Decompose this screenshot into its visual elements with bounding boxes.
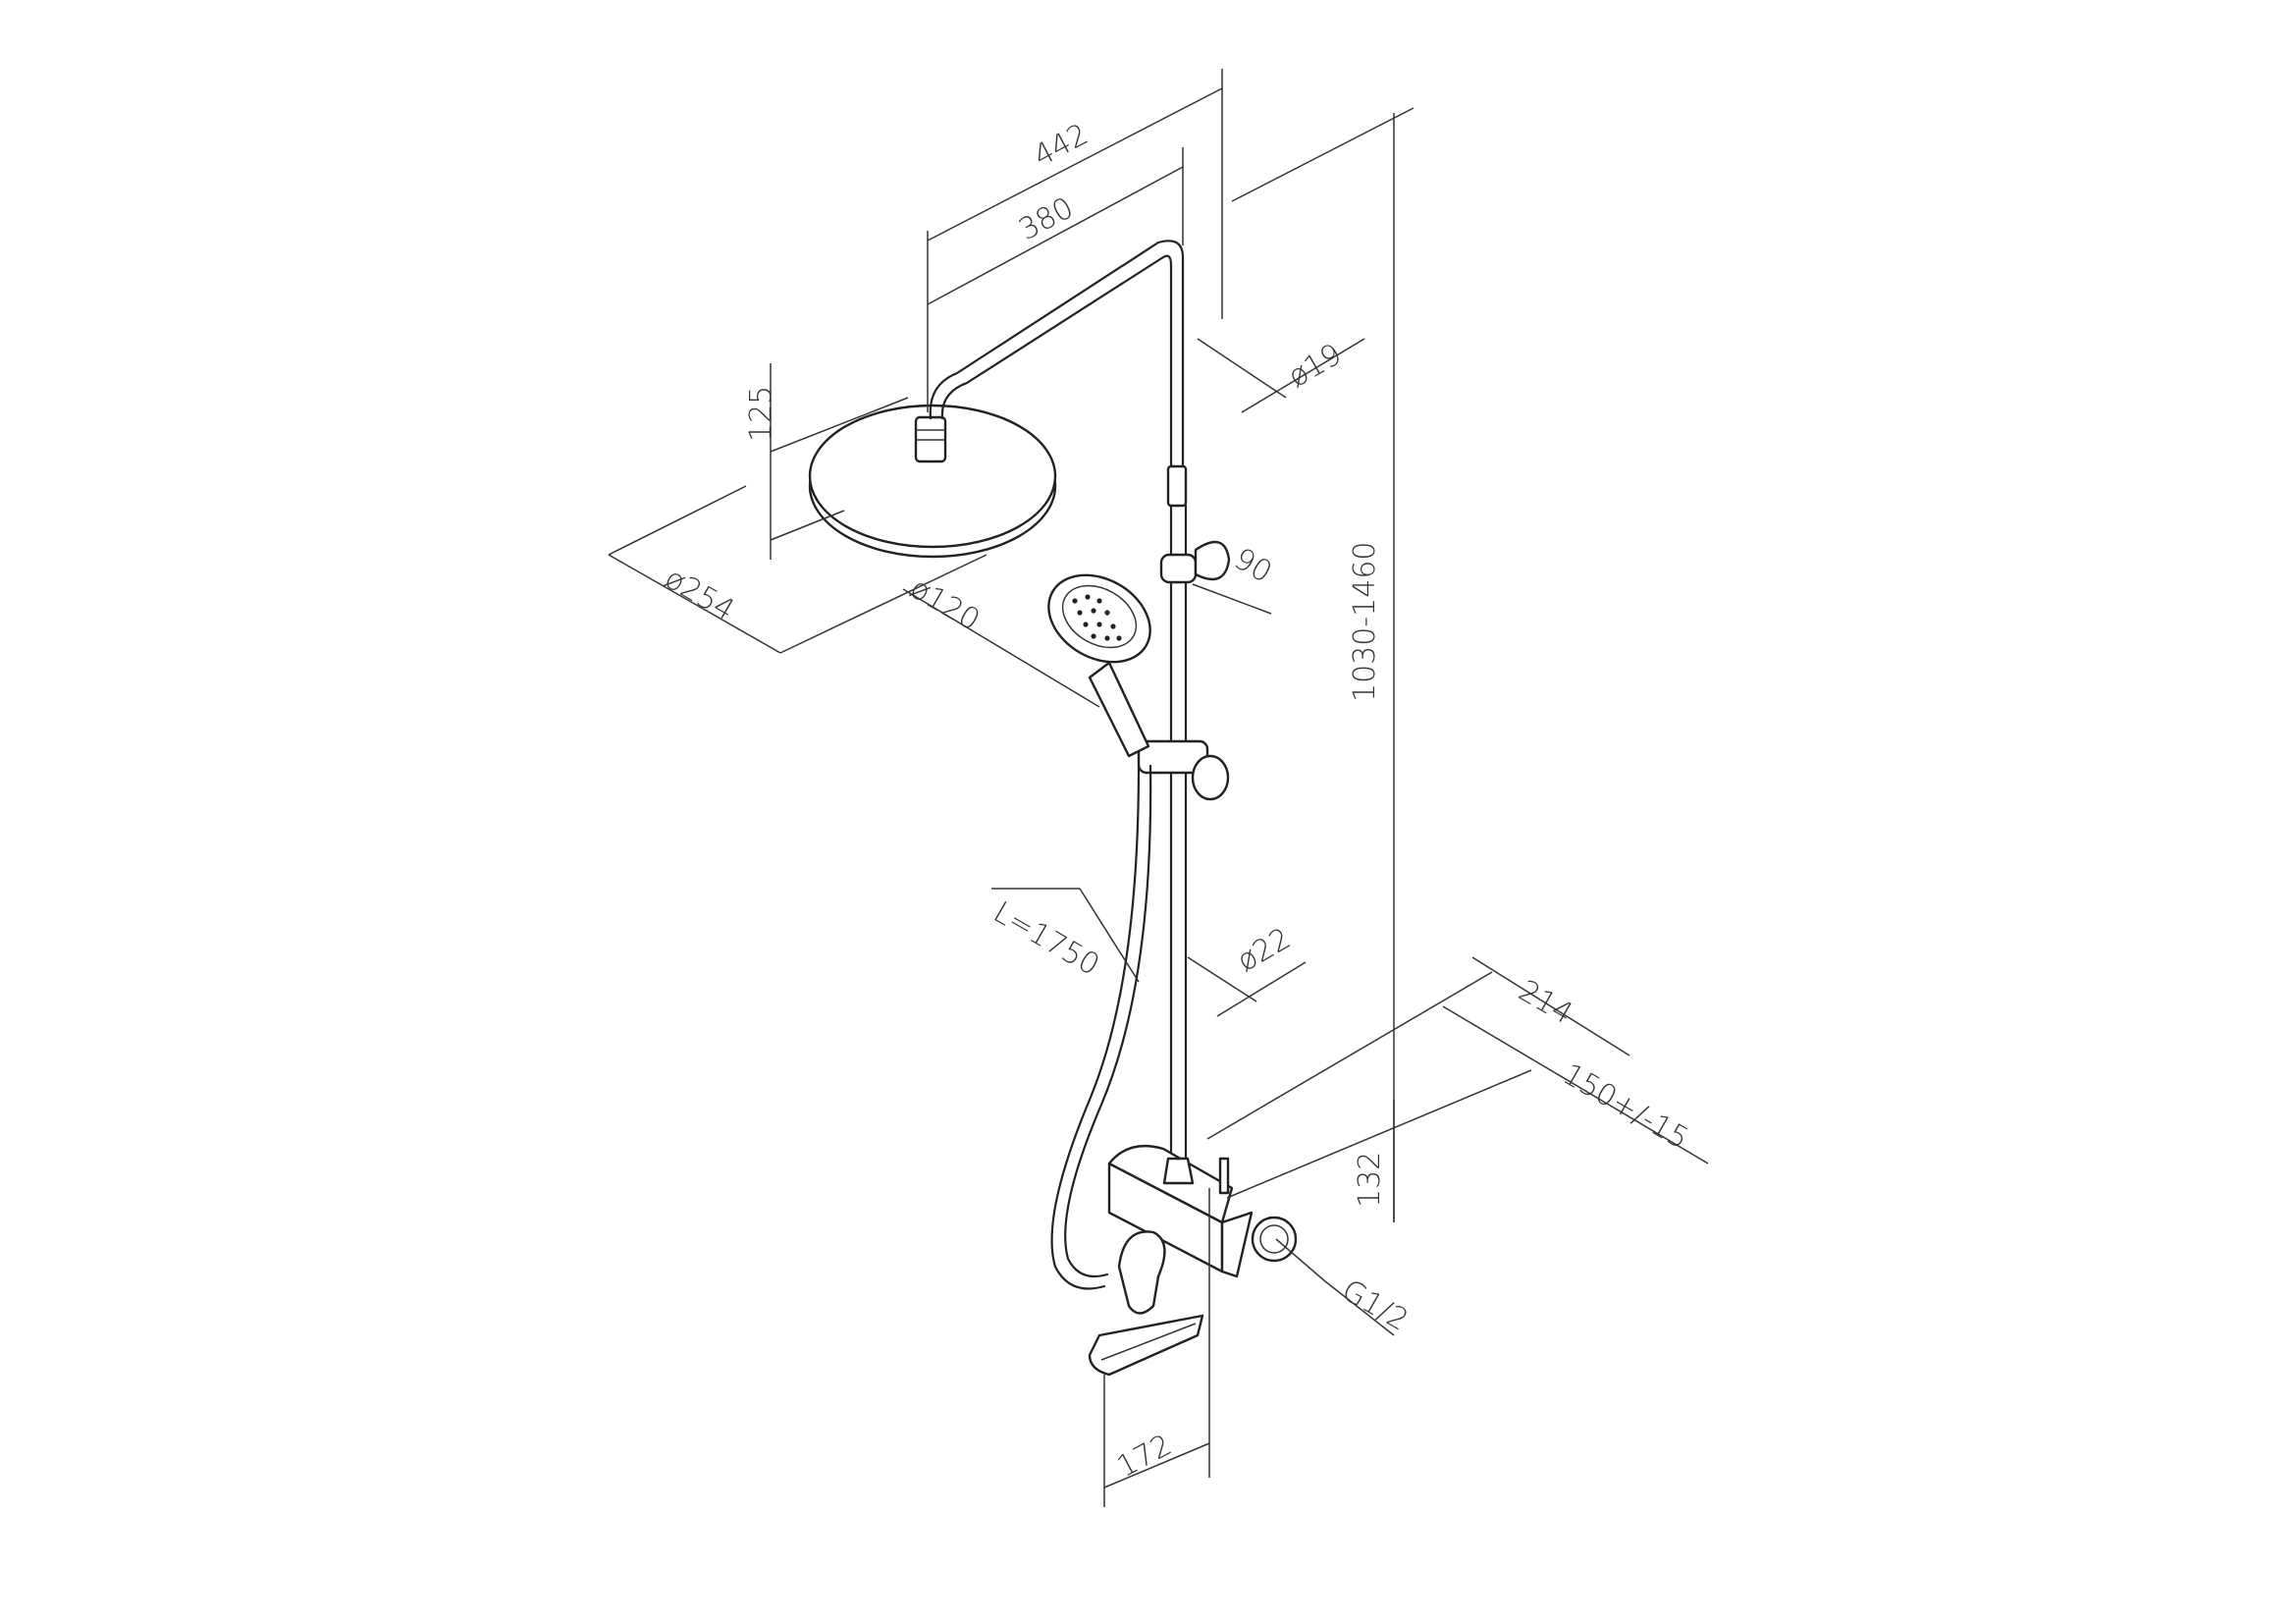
bath-spout bbox=[1088, 1314, 1204, 1377]
label-pipe-upper-diameter: ø19 bbox=[1283, 337, 1348, 395]
riser-pipe bbox=[1166, 464, 1188, 1161]
overhead-arm bbox=[929, 240, 1185, 473]
thermostatic-mixer bbox=[1107, 1145, 1298, 1315]
label-spout-length: 172 bbox=[1111, 1428, 1177, 1485]
label-hose-length: L=1750 bbox=[988, 895, 1105, 983]
label-arm-length: 380 bbox=[1013, 190, 1079, 247]
spray-nozzles bbox=[1072, 594, 1122, 641]
label-thread: G1/2 bbox=[1336, 1273, 1414, 1338]
shower-hose bbox=[1050, 764, 1152, 1290]
dimension-labels: 442 380 125 ø254 ø120 ø19 90 1030-1460 L… bbox=[659, 117, 1694, 1485]
label-slide-offset: 90 bbox=[1228, 542, 1278, 590]
label-handshower-diameter: ø120 bbox=[904, 571, 986, 638]
dimension-lines bbox=[608, 69, 1709, 1507]
rain-shower-head bbox=[808, 404, 1057, 559]
label-pipe-lower-diameter: ø22 bbox=[1232, 921, 1297, 979]
label-overall-width: 442 bbox=[1028, 117, 1094, 174]
label-total-height: 1030-1460 bbox=[1348, 541, 1382, 702]
label-head-height: 125 bbox=[744, 386, 778, 442]
label-wall-depth: 214 bbox=[1513, 974, 1578, 1032]
slide-holder-upper bbox=[1159, 540, 1231, 584]
label-head-diameter: ø254 bbox=[659, 562, 740, 628]
label-inlet-spacing: 150+/-15 bbox=[1557, 1057, 1694, 1157]
slide-holder-lower bbox=[1137, 739, 1230, 801]
hand-shower bbox=[1047, 573, 1151, 758]
label-mixer-height: 132 bbox=[1353, 1152, 1387, 1208]
